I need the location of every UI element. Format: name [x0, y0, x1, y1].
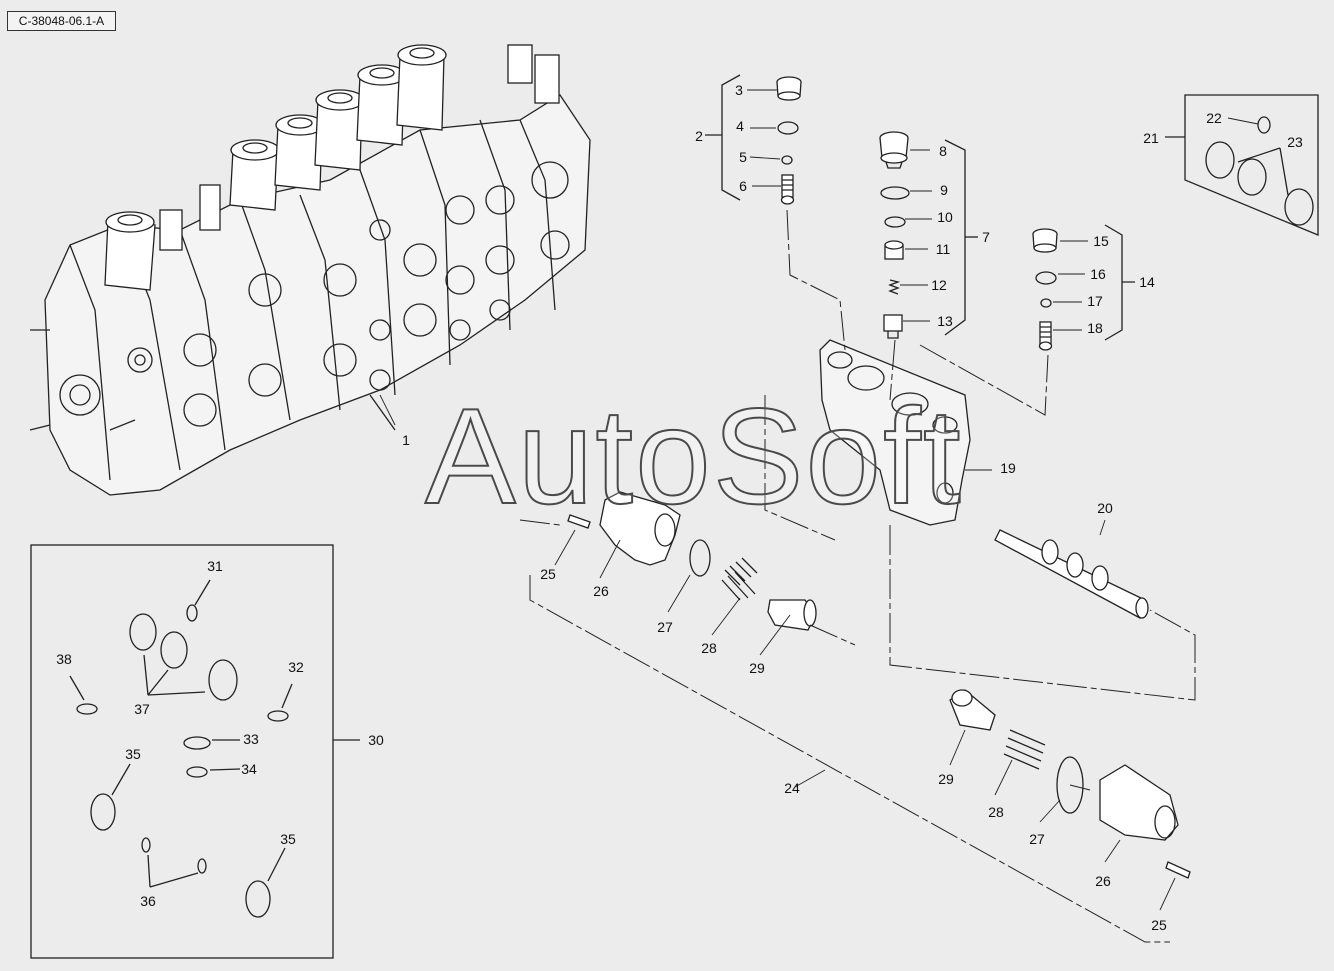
ring-36a	[141, 837, 151, 853]
callout-8: 8	[939, 143, 947, 159]
callout-26a: 26	[593, 583, 609, 599]
o-ring-9	[880, 186, 910, 200]
poppet-18	[1038, 321, 1053, 351]
bolt-25a	[567, 514, 591, 529]
ring-34	[186, 766, 208, 778]
drawing-code-label: C-38048-06.1-A	[7, 11, 116, 31]
callout-19: 19	[1000, 460, 1016, 476]
ring-17	[1040, 298, 1052, 308]
ring-36b	[197, 858, 207, 874]
callout-21: 21	[1143, 130, 1159, 146]
callout-31: 31	[207, 558, 223, 574]
spool-20	[994, 529, 1149, 619]
spring-28a	[721, 557, 758, 601]
callout-33: 33	[243, 731, 259, 747]
callout-7: 7	[982, 229, 990, 245]
callout-20: 20	[1097, 500, 1113, 516]
callout-25a: 25	[540, 566, 556, 582]
ring-32	[267, 710, 289, 722]
end-cap-26a	[599, 491, 681, 566]
seat-29a	[767, 599, 817, 631]
callout-18: 18	[1087, 320, 1103, 336]
callout-3: 3	[735, 82, 743, 98]
ring-31	[186, 604, 198, 622]
callout-1: 1	[402, 432, 410, 448]
callout-29b: 29	[938, 771, 954, 787]
callout-27a: 27	[657, 619, 673, 635]
spring-28b	[1003, 729, 1046, 770]
callout-11: 11	[935, 241, 951, 257]
callout-22: 22	[1206, 110, 1222, 126]
seat-29b	[949, 689, 996, 731]
callout-29a: 29	[749, 660, 765, 676]
ring-33	[183, 736, 211, 750]
callout-9: 9	[940, 182, 948, 198]
callout-36: 36	[140, 893, 156, 909]
o-ring-23a	[1205, 141, 1235, 179]
plug-3	[776, 76, 802, 101]
callout-10: 10	[937, 209, 953, 225]
callout-5: 5	[739, 149, 747, 165]
callout-35b: 35	[280, 831, 296, 847]
ring-5	[781, 155, 793, 165]
callout-4: 4	[736, 118, 744, 134]
o-ring-27a	[689, 539, 711, 577]
callout-6: 6	[739, 178, 747, 194]
callout-28a: 28	[701, 640, 717, 656]
o-ring-35b	[245, 880, 271, 918]
callout-27b: 27	[1029, 831, 1045, 847]
seal-kit-30	[30, 544, 360, 959]
control-valve-assembly	[29, 44, 591, 496]
watermark-text: AutoSoft	[424, 380, 963, 532]
valve-section-19	[819, 339, 971, 526]
relief-valve-8	[879, 131, 909, 169]
spring-12	[888, 279, 901, 295]
callout-15: 15	[1093, 233, 1109, 249]
seat-11	[884, 240, 904, 260]
o-ring-22	[1257, 116, 1271, 134]
o-ring-16	[1035, 271, 1057, 285]
callout-17: 17	[1087, 293, 1103, 309]
poppet-6	[780, 174, 795, 205]
callout-24: 24	[784, 780, 800, 796]
o-ring-10	[884, 216, 906, 228]
callout-16: 16	[1090, 266, 1106, 282]
end-cap-26b	[1099, 764, 1179, 841]
o-ring-23c	[1284, 188, 1314, 226]
o-ring-4	[777, 121, 799, 135]
callout-13: 13	[937, 313, 953, 329]
callout-26b: 26	[1095, 873, 1111, 889]
ring-38	[76, 703, 98, 715]
o-ring-27b	[1056, 756, 1084, 814]
plug-15	[1032, 228, 1058, 253]
bolt-25b	[1165, 861, 1191, 879]
callout-25b: 25	[1151, 917, 1167, 933]
callout-14: 14	[1139, 274, 1155, 290]
callout-37: 37	[134, 701, 150, 717]
callout-30: 30	[368, 732, 384, 748]
o-ring-23b	[1237, 158, 1267, 196]
callout-34: 34	[241, 761, 257, 777]
o-ring-35a	[90, 793, 116, 831]
callout-28b: 28	[988, 804, 1004, 820]
callout-2: 2	[695, 128, 703, 144]
callout-12: 12	[931, 277, 947, 293]
callout-35a: 35	[125, 746, 141, 762]
callout-23: 23	[1287, 134, 1303, 150]
callout-38: 38	[56, 651, 72, 667]
poppet-13	[883, 314, 903, 339]
callout-32: 32	[288, 659, 304, 675]
